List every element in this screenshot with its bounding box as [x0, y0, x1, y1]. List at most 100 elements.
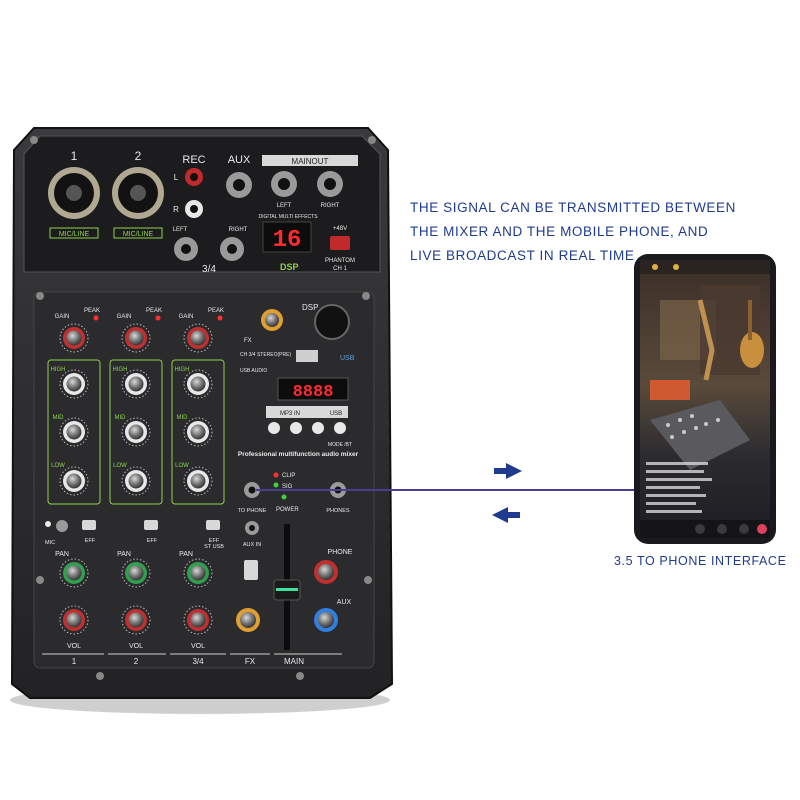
eq-box-2	[109, 359, 163, 505]
bottom-label-4: FX	[245, 657, 256, 666]
aux-level-knob[interactable]	[314, 608, 338, 632]
eq-box-1	[47, 359, 101, 505]
xlr-combo-jack-icon[interactable]	[112, 167, 164, 219]
fx-knob[interactable]	[261, 309, 283, 331]
fx-level-knob[interactable]	[236, 608, 260, 632]
aux-label: AUX	[228, 154, 251, 166]
ch34-left-jack[interactable]	[174, 237, 198, 261]
mainout-right-jack[interactable]	[317, 171, 343, 197]
next-button[interactable]	[312, 422, 324, 434]
high-label-2: HIGH	[113, 367, 128, 373]
low-eq-knob-2[interactable]	[121, 466, 151, 496]
gain-knob-2[interactable]	[121, 323, 151, 353]
sig-label: SIG	[282, 484, 293, 490]
ch34-right-label: RIGHT	[229, 227, 248, 233]
aux-in-jack[interactable]	[245, 521, 259, 535]
low-label-2: LOW	[113, 463, 127, 469]
high-eq-knob-3[interactable]	[183, 369, 213, 399]
caption-block: THE SIGNAL CAN BE TRANSMITTED BETWEEN TH…	[410, 196, 736, 268]
usb-port-icon[interactable]	[296, 350, 318, 362]
caption-line-2: THE MIXER AND THE MOBILE PHONE, AND	[410, 224, 709, 239]
vol-knob-2[interactable]	[121, 605, 151, 635]
arrow-right-icon	[494, 463, 522, 479]
rec-label: REC	[182, 154, 205, 166]
dsp-section-label: DSP	[302, 303, 318, 312]
to-phone-jack[interactable]	[244, 482, 260, 498]
rca-jack-red[interactable]	[185, 168, 203, 186]
rca-jack-white[interactable]	[185, 200, 203, 218]
dsp-encoder-knob[interactable]	[314, 304, 350, 340]
pan-knob-3[interactable]	[183, 558, 213, 588]
high-eq-knob-1[interactable]	[59, 369, 89, 399]
mainout-left-label: LEFT	[277, 203, 292, 209]
eff-label-2: EFF	[147, 538, 158, 544]
vol-label-2: VOL	[129, 643, 143, 650]
xlr-combo-jack-icon[interactable]	[48, 167, 100, 219]
usb-media-label: USB	[330, 411, 342, 417]
low-eq-knob-3[interactable]	[183, 466, 213, 496]
gain-label-3: GAIN	[179, 314, 194, 320]
media-display: 8888	[293, 383, 334, 402]
gain-label-2: GAIN	[117, 314, 132, 320]
st-usb-label: ST USB	[204, 544, 224, 550]
vol-knob-1[interactable]	[59, 605, 89, 635]
phantom-button[interactable]	[330, 236, 350, 250]
gain-knob-3[interactable]	[183, 323, 213, 353]
peak-led-2	[155, 315, 161, 321]
vol-knob-3[interactable]	[183, 605, 213, 635]
play-pause-button[interactable]	[268, 422, 280, 434]
mid-eq-knob-2[interactable]	[121, 417, 151, 447]
mid-label-3: MID	[177, 415, 189, 421]
screws	[30, 136, 376, 680]
pan-label-3: PAN	[179, 551, 193, 558]
mic-line-label-2: MIC/LINE	[123, 231, 154, 238]
brand-text: Professional multifunction audio mixer	[238, 451, 359, 458]
power-label: POWER	[276, 507, 299, 513]
main-fader-knob[interactable]	[273, 579, 301, 601]
high-label-1: HIGH	[51, 367, 66, 373]
dsp-logo: DSP	[280, 262, 299, 272]
pan-label-2: PAN	[117, 551, 131, 558]
mainout-right-label: RIGHT	[321, 203, 340, 209]
phone-level-knob[interactable]	[314, 560, 338, 584]
dsp-display: 16	[273, 227, 302, 254]
low-label-1: LOW	[51, 463, 65, 469]
main-switch[interactable]	[244, 560, 258, 580]
aux-knob-label: AUX	[337, 599, 352, 606]
smartphone	[634, 254, 776, 544]
mid-eq-knob-1[interactable]	[59, 417, 89, 447]
gain-label-1: GAIN	[55, 314, 70, 320]
eq-box-3	[171, 359, 225, 505]
mode-bt-button[interactable]	[334, 422, 346, 434]
caption-line-1: THE SIGNAL CAN BE TRANSMITTED BETWEEN	[410, 200, 736, 215]
phantom-label: PHANTOM	[325, 258, 355, 264]
mainout-label: MAINOUT	[292, 157, 329, 166]
high-eq-knob-2[interactable]	[121, 369, 151, 399]
pan-label-1: PAN	[55, 551, 69, 558]
eff-button-3[interactable]	[206, 520, 220, 530]
phone-interface-caption: 3.5 TO PHONE INTERFACE	[614, 554, 787, 568]
prev-button[interactable]	[290, 422, 302, 434]
high-label-3: HIGH	[175, 367, 190, 373]
bottom-label-5: MAIN	[284, 657, 304, 666]
gain-knob-1[interactable]	[59, 323, 89, 353]
eff-button-1[interactable]	[82, 520, 96, 530]
mic-jack[interactable]	[56, 520, 68, 532]
microphone-icon	[45, 521, 51, 527]
low-eq-knob-1[interactable]	[59, 466, 89, 496]
caption-line-3: LIVE BROADCAST IN REAL TIME	[410, 248, 635, 263]
to-phone-label: TO PHONE	[238, 508, 267, 514]
media-buttons	[268, 422, 346, 434]
arrow-left-icon	[492, 507, 520, 523]
ch34-right-jack[interactable]	[220, 237, 244, 261]
peak-label-2: PEAK	[146, 308, 162, 314]
fx-small-label: FX	[244, 338, 252, 344]
pan-knob-2[interactable]	[121, 558, 151, 588]
peak-led-3	[217, 315, 223, 321]
eff-button-2[interactable]	[144, 520, 158, 530]
mid-eq-knob-3[interactable]	[183, 417, 213, 447]
mainout-left-jack[interactable]	[271, 171, 297, 197]
aux-jack[interactable]	[226, 172, 252, 198]
pan-knob-1[interactable]	[59, 558, 89, 588]
